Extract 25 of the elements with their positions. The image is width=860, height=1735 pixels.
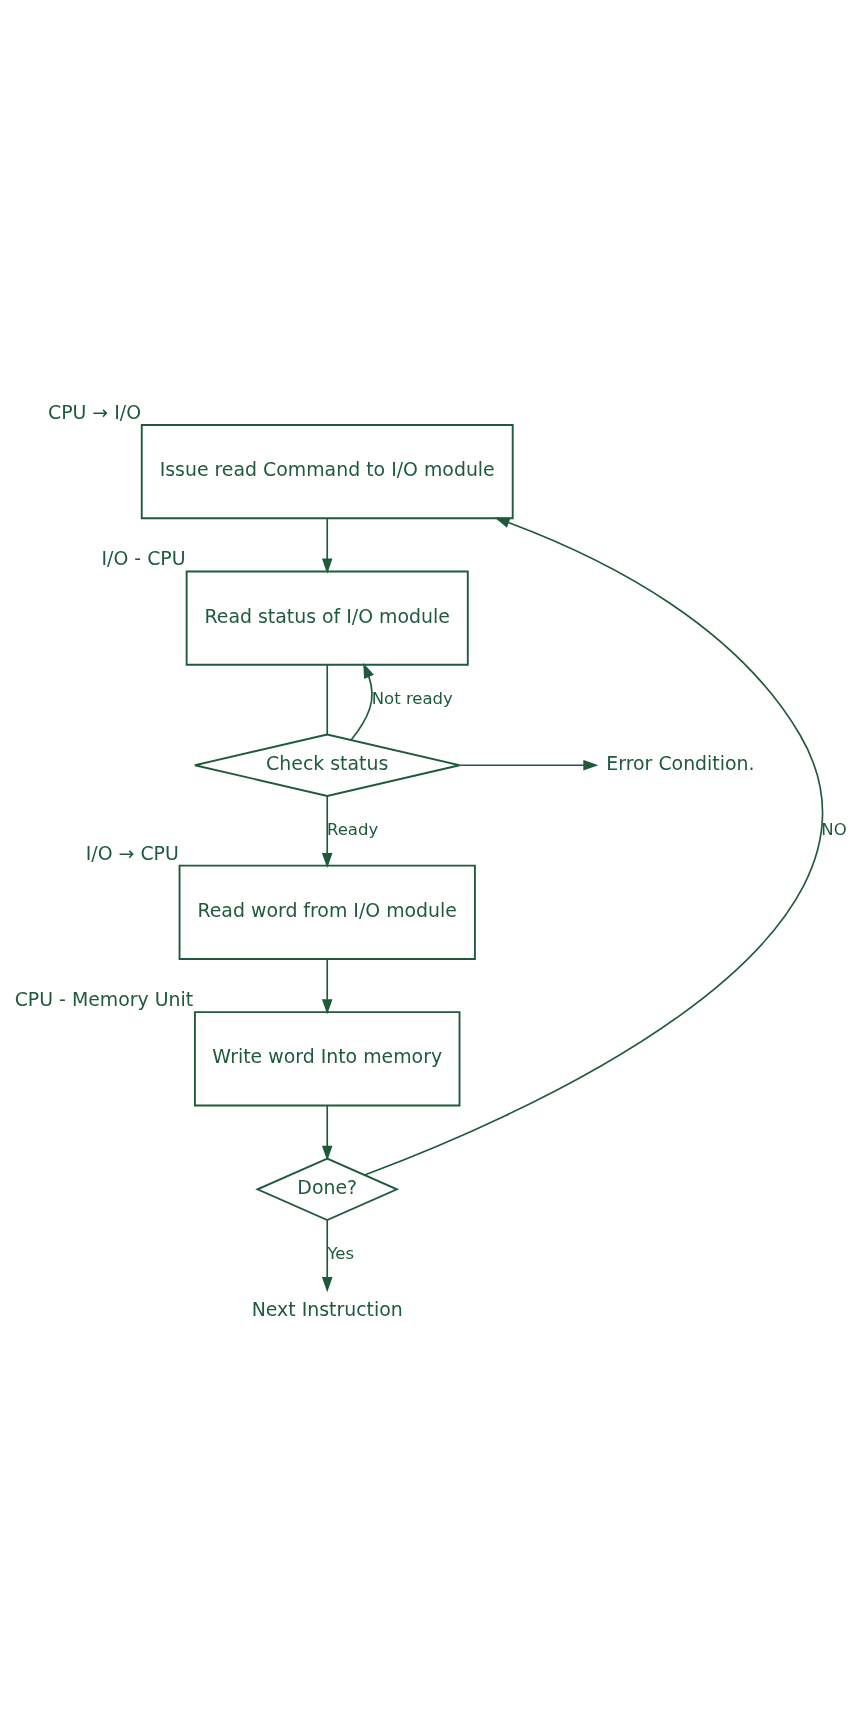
arrow bbox=[321, 517, 333, 574]
node-text: Next Instruction bbox=[251, 1297, 403, 1319]
connector bbox=[326, 663, 329, 735]
arrow bbox=[321, 1219, 333, 1292]
node-diamond: Done? bbox=[255, 1157, 400, 1221]
arrow bbox=[350, 662, 374, 740]
node-box: Read status of I/O module bbox=[185, 570, 469, 666]
arrow bbox=[321, 1104, 333, 1161]
arrow bbox=[321, 957, 333, 1014]
arrow bbox=[363, 517, 822, 1176]
node-box: Read word from I/O module bbox=[178, 864, 476, 960]
edge-label: Yes bbox=[327, 1243, 355, 1263]
node-text: Error Condition. bbox=[606, 751, 755, 774]
edge-label: Ready bbox=[326, 819, 379, 839]
node-label: I/O - CPU bbox=[101, 546, 186, 569]
edge-label: NO bbox=[821, 819, 847, 839]
node-box: Issue read Command to I/O module bbox=[140, 423, 514, 519]
node-diamond: Check status bbox=[193, 733, 461, 797]
node-box: Write word Into memory bbox=[193, 1010, 461, 1106]
node-label: I/O → CPU bbox=[85, 840, 179, 863]
node-label: CPU → I/O bbox=[47, 400, 142, 423]
arrow bbox=[321, 794, 333, 868]
node-label: CPU - Memory Unit bbox=[14, 987, 194, 1010]
arrow bbox=[458, 759, 599, 771]
edge-label: Not ready bbox=[371, 688, 453, 708]
